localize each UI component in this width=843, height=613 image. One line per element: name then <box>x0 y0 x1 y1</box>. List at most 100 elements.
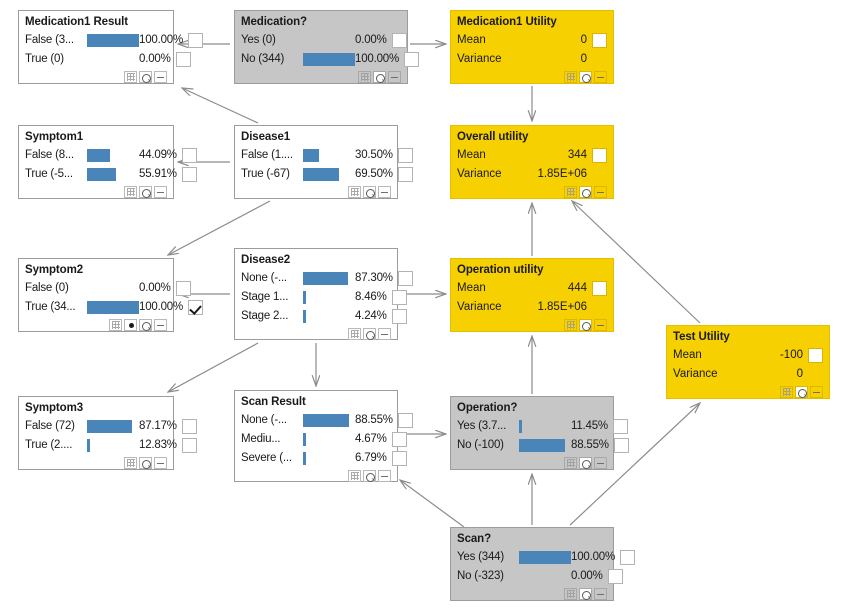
evidence-checkbox[interactable] <box>188 33 203 48</box>
grid-icon[interactable] <box>780 386 793 398</box>
evidence-checkbox[interactable] <box>181 167 197 182</box>
state-row[interactable]: None (-...87.30% <box>241 269 413 288</box>
minus-icon[interactable] <box>388 71 401 83</box>
state-row[interactable]: True (-5...55.91% <box>25 165 197 184</box>
evidence-checkbox[interactable] <box>612 419 628 434</box>
grid-icon[interactable] <box>348 470 361 482</box>
minus-icon[interactable] <box>810 386 823 398</box>
grid-icon[interactable] <box>124 71 137 83</box>
state-row[interactable]: No (344)100.00% <box>241 50 419 69</box>
state-row[interactable]: False (3...100.00% <box>25 31 203 50</box>
utility-checkbox[interactable] <box>592 33 607 48</box>
grid-icon[interactable] <box>124 186 137 198</box>
state-row[interactable]: Stage 2...4.24% <box>241 307 407 326</box>
minus-icon[interactable] <box>594 71 607 83</box>
evidence-checkbox[interactable] <box>181 148 197 163</box>
state-row[interactable]: Yes (0)0.00% <box>241 31 407 50</box>
state-row[interactable]: True (0)0.00% <box>25 50 191 69</box>
evidence-checkbox[interactable] <box>391 290 407 305</box>
state-row[interactable]: Yes (3.7...11.45% <box>457 417 628 436</box>
evidence-dot-icon[interactable] <box>124 319 137 331</box>
magnifier-icon[interactable] <box>579 457 592 469</box>
minus-icon[interactable] <box>154 457 167 469</box>
grid-icon[interactable] <box>358 71 371 83</box>
state-row[interactable]: True (2....12.83% <box>25 436 197 455</box>
magnifier-icon[interactable] <box>139 319 152 331</box>
utility-checkbox[interactable] <box>592 148 607 163</box>
minus-icon[interactable] <box>154 319 167 331</box>
evidence-checkbox[interactable] <box>181 419 197 434</box>
grid-icon[interactable] <box>564 457 577 469</box>
grid-icon[interactable] <box>564 186 577 198</box>
evidence-checkbox[interactable] <box>175 52 191 67</box>
evidence-checkbox[interactable] <box>397 167 413 182</box>
evidence-checkbox[interactable] <box>391 309 407 324</box>
evidence-checkbox[interactable] <box>620 550 635 565</box>
grid-icon[interactable] <box>348 186 361 198</box>
evidence-checkbox[interactable] <box>397 271 413 286</box>
magnifier-icon[interactable] <box>139 186 152 198</box>
grid-icon[interactable] <box>564 71 577 83</box>
state-row[interactable]: False (72)87.17% <box>25 417 197 436</box>
state-row[interactable]: True (34...100.00% <box>25 298 203 317</box>
node-operation-decision[interactable]: Operation?Yes (3.7...11.45%No (-100)88.5… <box>450 396 629 470</box>
evidence-checkbox[interactable] <box>188 300 203 315</box>
node-scan-decision[interactable]: Scan?Yes (344)100.00%No (-323)0.00% <box>450 527 635 601</box>
grid-icon[interactable] <box>564 588 577 600</box>
minus-icon[interactable] <box>378 328 391 340</box>
state-row[interactable]: None (-...88.55% <box>241 411 413 430</box>
grid-icon[interactable] <box>348 328 361 340</box>
magnifier-icon[interactable] <box>139 71 152 83</box>
minus-icon[interactable] <box>594 319 607 331</box>
evidence-checkbox[interactable] <box>397 413 413 428</box>
minus-icon[interactable] <box>154 71 167 83</box>
state-row[interactable]: Stage 1...8.46% <box>241 288 407 307</box>
state-row[interactable]: Severe (...6.79% <box>241 449 407 468</box>
magnifier-icon[interactable] <box>579 186 592 198</box>
node-medication-decision[interactable]: Medication?Yes (0)0.00%No (344)100.00% <box>234 10 419 84</box>
utility-checkbox[interactable] <box>808 348 823 363</box>
evidence-checkbox[interactable] <box>175 281 191 296</box>
state-row[interactable]: Mediu...4.67% <box>241 430 407 449</box>
magnifier-icon[interactable] <box>795 386 808 398</box>
state-row[interactable]: False (8...44.09% <box>25 146 197 165</box>
evidence-checkbox[interactable] <box>391 451 407 466</box>
minus-icon[interactable] <box>594 186 607 198</box>
state-row[interactable]: No (-100)88.55% <box>457 436 629 455</box>
evidence-checkbox[interactable] <box>397 148 413 163</box>
utility-checkbox[interactable] <box>592 281 607 296</box>
evidence-checkbox[interactable] <box>391 432 407 447</box>
magnifier-icon[interactable] <box>139 457 152 469</box>
minus-icon[interactable] <box>378 186 391 198</box>
evidence-checkbox[interactable] <box>607 569 623 584</box>
state-row[interactable]: False (1....30.50% <box>241 146 413 165</box>
state-row[interactable]: True (-67)69.50% <box>241 165 413 184</box>
magnifier-icon[interactable] <box>579 588 592 600</box>
evidence-checkbox[interactable] <box>404 52 419 67</box>
magnifier-icon[interactable] <box>363 470 376 482</box>
magnifier-icon[interactable] <box>579 71 592 83</box>
minus-icon[interactable] <box>154 186 167 198</box>
evidence-checkbox[interactable] <box>613 438 629 453</box>
state-row[interactable]: No (-323)0.00% <box>457 567 623 586</box>
state-row[interactable]: False (0)0.00% <box>25 279 191 298</box>
magnifier-icon[interactable] <box>579 319 592 331</box>
minus-icon[interactable] <box>594 588 607 600</box>
state-row[interactable]: Yes (344)100.00% <box>457 548 635 567</box>
magnifier-icon[interactable] <box>363 328 376 340</box>
evidence-checkbox[interactable] <box>181 438 197 453</box>
grid-icon[interactable] <box>564 319 577 331</box>
magnifier-icon[interactable] <box>363 186 376 198</box>
grid-icon[interactable] <box>109 319 122 331</box>
minus-icon[interactable] <box>594 457 607 469</box>
